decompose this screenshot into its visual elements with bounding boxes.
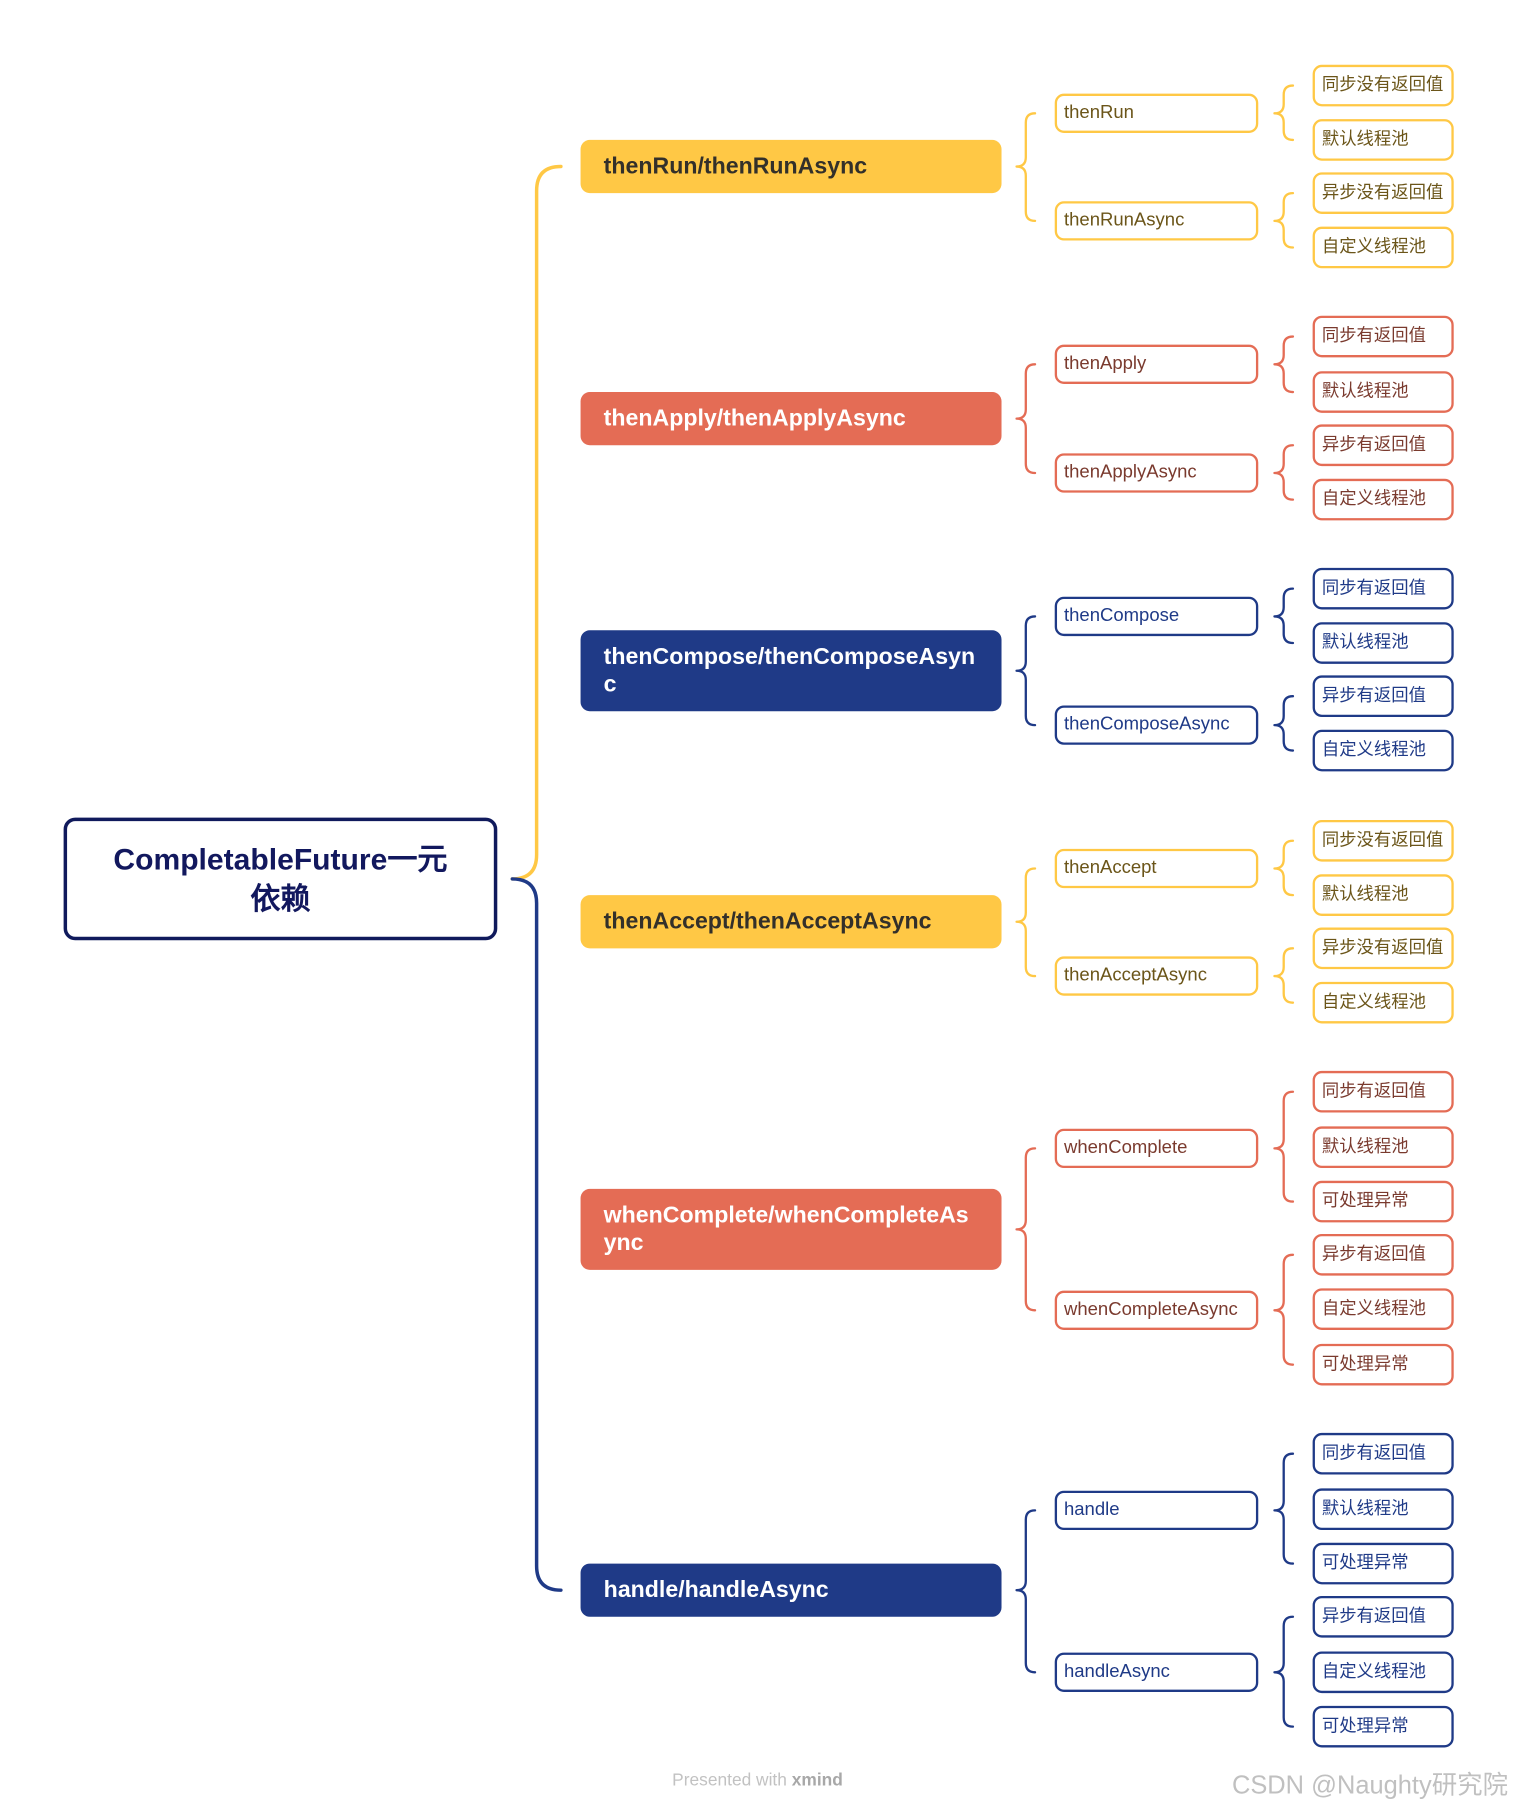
leaf-topic: 默认线程池 (1312, 1488, 1454, 1531)
subtopic-whencomplete: whenComplete (1054, 1128, 1259, 1169)
brace-connector (1273, 695, 1295, 752)
brace-connector (1273, 839, 1295, 897)
csdn-watermark: CSDN @Naughty研究院 (1231, 1770, 1509, 1800)
brace-connector (1015, 1147, 1037, 1312)
trunk-connector-upper (510, 164, 563, 881)
leaf-topic: 可处理异常 (1312, 1705, 1454, 1748)
leaf-topic: 异步没有返回值 (1312, 927, 1454, 970)
brace-connector (1273, 1615, 1295, 1728)
brace-connector (1015, 615, 1037, 727)
root-topic-label: CompletableFuture一元依赖 (113, 841, 448, 916)
subtopic-thenacceptasync: thenAcceptAsync (1054, 956, 1259, 996)
brace-connector (1273, 1253, 1295, 1366)
leaf-topic: 默认线程池 (1312, 622, 1454, 664)
brace-connector (1273, 84, 1295, 142)
leaf-topic: 默认线程池 (1312, 1126, 1454, 1169)
subtopic-thenrun: thenRun (1054, 93, 1259, 133)
brace-connector (1015, 112, 1037, 223)
brace-connector (1015, 1509, 1037, 1674)
subtopic-handleasync: handleAsync (1054, 1652, 1259, 1692)
leaf-topic: 异步有返回值 (1312, 1595, 1454, 1638)
leaf-topic: 默认线程池 (1312, 119, 1454, 161)
leaf-topic: 同步有返回值 (1312, 315, 1454, 358)
brace-connector (1015, 363, 1037, 475)
leaf-topic: 异步没有返回值 (1312, 172, 1454, 214)
subtopic-thenaccept: thenAccept (1054, 848, 1259, 889)
leaf-topic: 同步没有返回值 (1312, 819, 1454, 862)
subtopic-thenapply: thenApply (1054, 344, 1259, 384)
root-topic: CompletableFuture一元依赖 (63, 817, 498, 941)
leaf-topic: 同步有返回值 (1312, 1070, 1454, 1113)
leaf-topic: 自定义线程池 (1312, 729, 1454, 772)
leaf-topic: 默认线程池 (1312, 874, 1454, 916)
footer-prefix: Presented with (672, 1770, 787, 1791)
subtopic-thencompose: thenCompose (1054, 596, 1259, 637)
leaf-topic: 默认线程池 (1312, 371, 1454, 413)
subtopic-thencomposeasync: thenComposeAsync (1054, 705, 1259, 745)
brace-connector (1273, 1452, 1295, 1565)
brace-connector (1273, 947, 1295, 1004)
leaf-topic: 可处理异常 (1312, 1180, 1454, 1223)
brace-connector (1273, 587, 1295, 645)
trunk-connector-lower (510, 877, 563, 1592)
leaf-topic: 异步有返回值 (1312, 424, 1454, 467)
subtopic-whencompleteasync: whenCompleteAsync (1054, 1290, 1259, 1330)
leaf-topic: 自定义线程池 (1312, 226, 1454, 269)
leaf-topic: 同步没有返回值 (1312, 64, 1454, 107)
leaf-topic: 异步有返回值 (1312, 1233, 1454, 1276)
branch-topic-thencompose: thenCompose/thenComposeAsync (580, 630, 1002, 712)
leaf-topic: 可处理异常 (1312, 1343, 1454, 1386)
leaf-topic: 同步有返回值 (1312, 567, 1454, 610)
xmind-brand: xmind (791, 1770, 843, 1791)
branch-topic-whencomplete: whenComplete/whenCompleteAsync (580, 1188, 1002, 1270)
branch-topic-thenapply: thenApply/thenApplyAsync (580, 392, 1002, 446)
subtopic-handle: handle (1054, 1490, 1259, 1531)
subtopic-thenrunasync: thenRunAsync (1054, 201, 1259, 241)
brace-connector (1273, 444, 1295, 501)
presented-with-footer: Presented with xmind (0, 1769, 1515, 1792)
branch-topic-handle: handle/handleAsync (580, 1563, 1002, 1617)
leaf-topic: 同步有返回值 (1312, 1432, 1454, 1475)
leaf-topic: 自定义线程池 (1312, 1288, 1454, 1330)
brace-connector (1273, 1090, 1295, 1203)
brace-connector (1273, 191, 1295, 249)
brace-connector (1015, 867, 1037, 978)
leaf-topic: 自定义线程池 (1312, 478, 1454, 521)
leaf-topic: 自定义线程池 (1312, 981, 1454, 1024)
leaf-topic: 可处理异常 (1312, 1542, 1454, 1585)
brace-connector (1273, 335, 1295, 394)
subtopic-thenapplyasync: thenApplyAsync (1054, 453, 1259, 493)
leaf-topic: 自定义线程池 (1312, 1651, 1454, 1694)
leaf-topic: 异步有返回值 (1312, 675, 1454, 718)
branch-topic-thenaccept: thenAccept/thenAcceptAsync (580, 895, 1002, 949)
branch-topic-thenrun: thenRun/thenRunAsync (580, 139, 1002, 194)
